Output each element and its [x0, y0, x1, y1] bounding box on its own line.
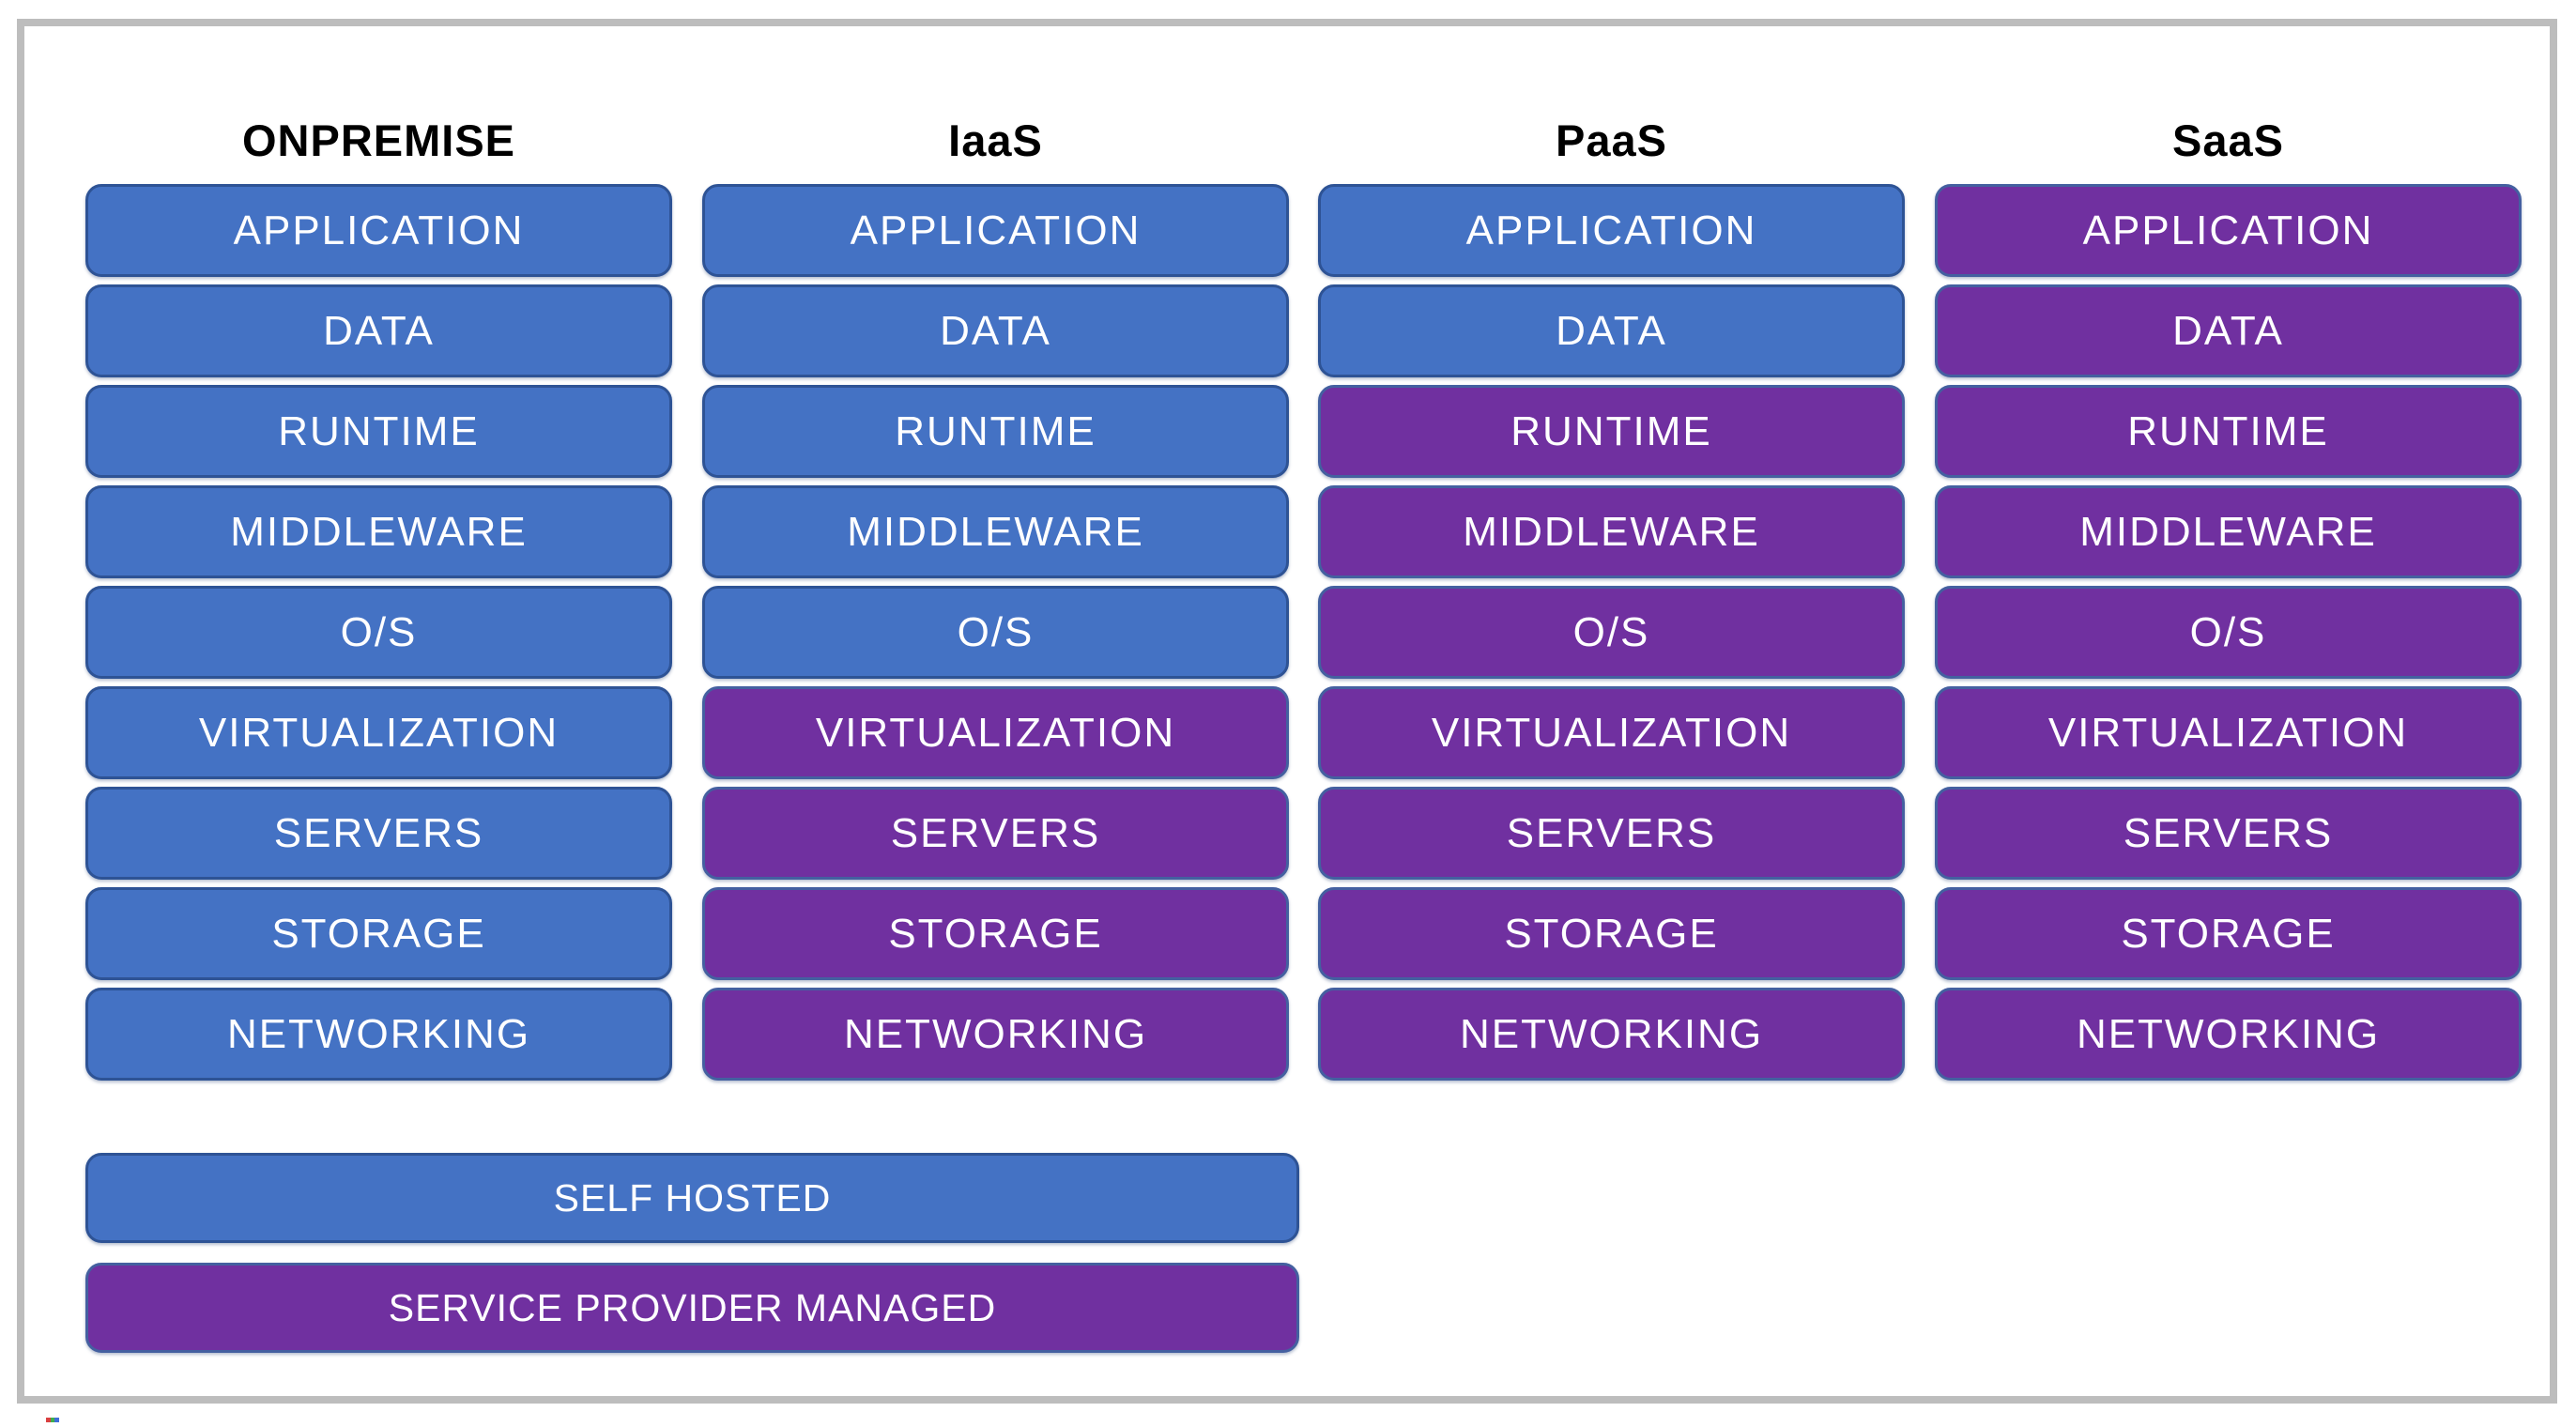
- layer-label: MIDDLEWARE: [230, 508, 528, 555]
- layer-label: SERVERS: [2123, 809, 2334, 856]
- legend: SELF HOSTED SERVICE PROVIDER MANAGED: [85, 1153, 1299, 1373]
- legend-box: SERVICE PROVIDER MANAGED: [85, 1263, 1299, 1353]
- layer-box: NETWORKING: [1318, 988, 1905, 1081]
- layer-label: DATA: [2172, 307, 2284, 354]
- layer-box: SERVERS: [1935, 787, 2522, 880]
- column: SaaS APPLICATION DATA RUNTIME MIDDLEWARE…: [1935, 97, 2522, 1088]
- layer-box: STORAGE: [1935, 887, 2522, 980]
- layer-box: APPLICATION: [1935, 184, 2522, 277]
- column-title: IaaS: [948, 115, 1043, 165]
- layer-label: MIDDLEWARE: [1463, 508, 1760, 555]
- layer-box: O/S: [1935, 586, 2522, 679]
- layer-box: NETWORKING: [702, 988, 1289, 1081]
- layer-label: NETWORKING: [2076, 1010, 2381, 1057]
- layer-box: VIRTUALIZATION: [85, 686, 672, 779]
- layer-box: MIDDLEWARE: [1318, 485, 1905, 578]
- column: IaaS APPLICATION DATA RUNTIME MIDDLEWARE…: [702, 97, 1289, 1088]
- layer-label: VIRTUALIZATION: [1431, 709, 1792, 756]
- layer-box: VIRTUALIZATION: [1935, 686, 2522, 779]
- layer-label: RUNTIME: [1510, 407, 1712, 454]
- layer-box: SERVERS: [1318, 787, 1905, 880]
- layer-label: DATA: [1556, 307, 1667, 354]
- diagram-frame: ONPREMISE APPLICATION DATA RUNTIME MIDDL…: [17, 19, 2557, 1422]
- layer-box: VIRTUALIZATION: [1318, 686, 1905, 779]
- layer-box: STORAGE: [85, 887, 672, 980]
- layer-label: STORAGE: [271, 910, 486, 957]
- layer-label: VIRTUALIZATION: [815, 709, 1176, 756]
- column: PaaS APPLICATION DATA RUNTIME MIDDLEWARE…: [1318, 97, 1905, 1088]
- layer-box: RUNTIME: [85, 385, 672, 478]
- layer-label: MIDDLEWARE: [2079, 508, 2377, 555]
- layer-box: NETWORKING: [85, 988, 672, 1081]
- layer-label: STORAGE: [1504, 910, 1719, 957]
- layer-label: DATA: [940, 307, 1051, 354]
- layer-label: MIDDLEWARE: [847, 508, 1144, 555]
- pixel-artifact: [46, 1418, 60, 1422]
- layer-label: APPLICATION: [233, 207, 525, 253]
- layer-box: O/S: [85, 586, 672, 679]
- layer-box: O/S: [1318, 586, 1905, 679]
- layer-box: VIRTUALIZATION: [702, 686, 1289, 779]
- layer-box: DATA: [85, 284, 672, 377]
- layer-box: APPLICATION: [1318, 184, 1905, 277]
- layer-box: STORAGE: [702, 887, 1289, 980]
- column: ONPREMISE APPLICATION DATA RUNTIME MIDDL…: [85, 97, 672, 1088]
- column-title: ONPREMISE: [241, 115, 516, 165]
- layer-label: SERVERS: [273, 809, 484, 856]
- layer-label: NETWORKING: [226, 1010, 531, 1057]
- layer-label: O/S: [1572, 608, 1650, 655]
- layer-box: STORAGE: [1318, 887, 1905, 980]
- layer-label: APPLICATION: [850, 207, 1142, 253]
- layer-label: SERVERS: [890, 809, 1101, 856]
- layer-box: MIDDLEWARE: [85, 485, 672, 578]
- layer-label: DATA: [323, 307, 435, 354]
- layer-label: O/S: [340, 608, 418, 655]
- layer-label: SERVERS: [1506, 809, 1717, 856]
- layer-box: APPLICATION: [85, 184, 672, 277]
- layer-box: RUNTIME: [702, 385, 1289, 478]
- layer-box: MIDDLEWARE: [702, 485, 1289, 578]
- layer-box: DATA: [702, 284, 1289, 377]
- layer-box: DATA: [1318, 284, 1905, 377]
- columns: ONPREMISE APPLICATION DATA RUNTIME MIDDL…: [24, 26, 2550, 1396]
- layer-box: MIDDLEWARE: [1935, 485, 2522, 578]
- layer-box: O/S: [702, 586, 1289, 679]
- column-title: PaaS: [1556, 115, 1667, 165]
- legend-label: SELF HOSTED: [553, 1175, 832, 1220]
- layer-label: RUNTIME: [278, 407, 480, 454]
- layer-label: VIRTUALIZATION: [2047, 709, 2409, 756]
- layer-label: NETWORKING: [843, 1010, 1148, 1057]
- layer-box: DATA: [1935, 284, 2522, 377]
- layer-label: STORAGE: [888, 910, 1103, 957]
- layer-box: RUNTIME: [1318, 385, 1905, 478]
- layer-box: SERVERS: [702, 787, 1289, 880]
- layer-box: SERVERS: [85, 787, 672, 880]
- column-title: SaaS: [2172, 115, 2284, 165]
- layer-label: O/S: [2189, 608, 2267, 655]
- layer-box: APPLICATION: [702, 184, 1289, 277]
- layer-label: NETWORKING: [1459, 1010, 1764, 1057]
- layer-label: RUNTIME: [895, 407, 1096, 454]
- layer-label: VIRTUALIZATION: [198, 709, 560, 756]
- layer-label: APPLICATION: [1465, 207, 1757, 253]
- legend-label: SERVICE PROVIDER MANAGED: [388, 1285, 997, 1329]
- layer-box: NETWORKING: [1935, 988, 2522, 1081]
- layer-box: RUNTIME: [1935, 385, 2522, 478]
- layer-label: STORAGE: [2121, 910, 2336, 957]
- layer-label: O/S: [957, 608, 1035, 655]
- layer-label: RUNTIME: [2127, 407, 2329, 454]
- layer-label: APPLICATION: [2082, 207, 2374, 253]
- legend-box: SELF HOSTED: [85, 1153, 1299, 1243]
